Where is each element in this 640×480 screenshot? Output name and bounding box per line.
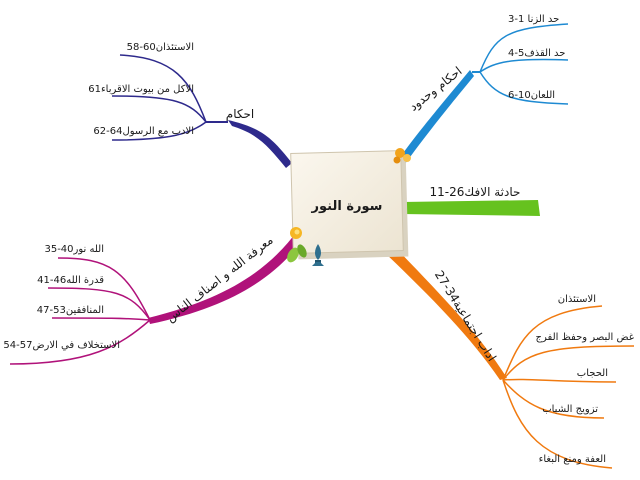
- branch-bottom-right-item-5: العفة ومنع البغاء: [539, 454, 606, 465]
- branch-bottom-right-item-3: الحجاب: [577, 368, 608, 379]
- branch-bottom-right-label: 27-34اداب اجتماعية: [432, 268, 499, 364]
- branch-bottom-left-item-3: 47-53المنافقين: [37, 305, 104, 316]
- branch-bottom-left-item-1: 35-40الله نور: [44, 244, 104, 255]
- central-title: سورة النور: [311, 199, 383, 214]
- branch-bottom-right-item-4: تزويج الشباب: [542, 404, 598, 415]
- branch-top-left[interactable]: احكام 58-60الاستئذان 61الاكل من بيوت الا…: [88, 42, 292, 168]
- branch-bottom-left[interactable]: معرفة الله و اصناف الناس 35-40الله نور 4…: [3, 230, 304, 365]
- branch-bottom-right-trunk: [384, 246, 507, 380]
- leaf-icon-green: [287, 244, 307, 263]
- branch-top-left-label: احكام: [226, 107, 254, 121]
- branch-bottom-right-item-1: الاستئذان: [558, 294, 596, 305]
- branch-bottom-left-trunk: [148, 230, 304, 324]
- branch-top-left-trunk: [228, 120, 292, 168]
- branch-top-right[interactable]: احكام وحدود حد الزنا 1-3 4-5حد القذف 6-1…: [396, 14, 569, 168]
- branch-top-left-item-1: 58-60الاستئذان: [127, 42, 194, 53]
- branch-bottom-left-item-2: 41-46قدرة الله: [37, 275, 104, 286]
- branch-middle-right-trunk: [402, 200, 540, 216]
- branch-top-right-item-2: 4-5حد القذف: [508, 48, 565, 59]
- flower-icon-left-yellow: [290, 227, 302, 239]
- branch-bottom-right[interactable]: 27-34اداب اجتماعية الاستئذان غض البصر وح…: [384, 246, 635, 469]
- branch-top-right-trunk: [396, 70, 474, 168]
- branch-top-left-item-3: 62-64الادب مع الرسول: [93, 126, 194, 137]
- branch-bottom-left-item-4: 54-57الاستخلاف في الارض: [3, 340, 120, 351]
- flower-icon-top-right: [393, 148, 411, 164]
- branch-top-right-item-3: 6-10اللعان: [508, 90, 555, 101]
- branch-middle-right[interactable]: 11-26حادثة الافك: [402, 185, 540, 216]
- branch-top-left-item-2: 61الاكل من بيوت الاقرباء: [88, 84, 194, 95]
- central-card: [290, 150, 404, 254]
- central-topic[interactable]: سورة النور: [290, 150, 409, 260]
- flower-icon-blue: [312, 244, 324, 266]
- branch-bottom-right-item-2: غض البصر وحفظ الفرج: [536, 332, 634, 343]
- branch-middle-right-label: 11-26حادثة الافك: [430, 185, 521, 199]
- branch-top-right-item-1: حد الزنا 1-3: [508, 14, 559, 25]
